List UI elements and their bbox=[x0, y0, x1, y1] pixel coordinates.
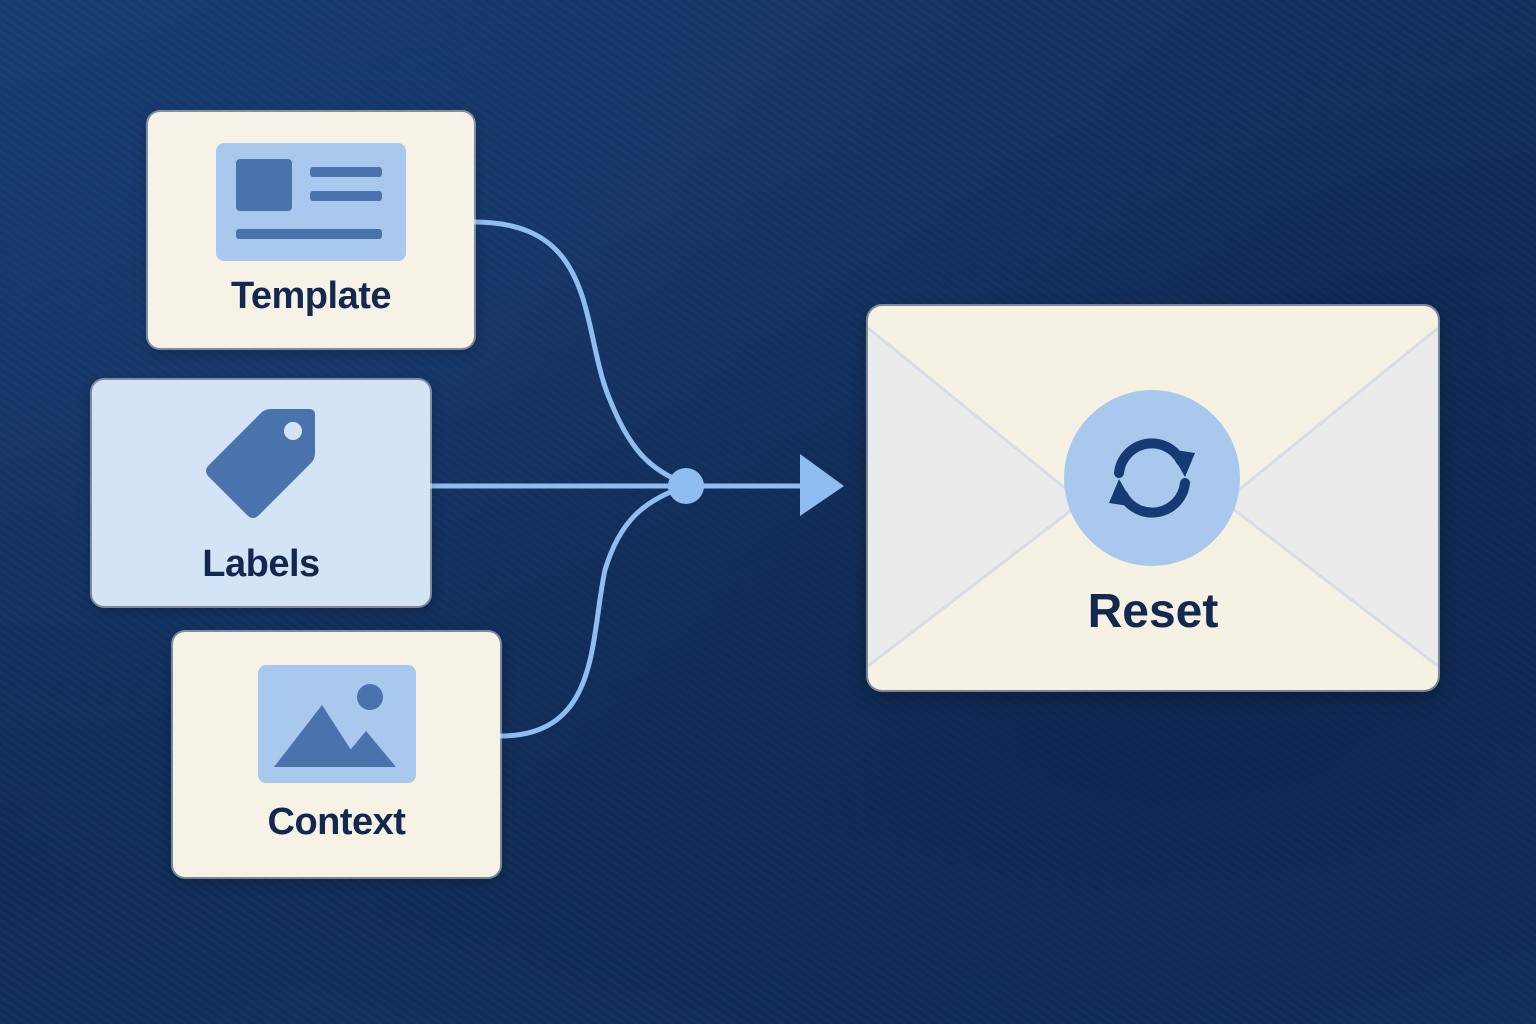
reset-label: Reset bbox=[1087, 585, 1219, 638]
context-label: Context bbox=[267, 801, 406, 843]
template-card[interactable]: Template bbox=[148, 112, 474, 348]
labels-label: Labels bbox=[202, 542, 320, 585]
envelope-output[interactable]: Reset bbox=[868, 306, 1438, 690]
template-icon bbox=[216, 142, 406, 261]
labels-card[interactable]: Labels bbox=[92, 380, 430, 606]
arrowhead bbox=[800, 454, 844, 516]
connector-context bbox=[497, 483, 689, 739]
merge-node bbox=[668, 468, 704, 504]
template-label: Template bbox=[230, 274, 392, 317]
image-icon bbox=[257, 665, 416, 783]
refresh-icon bbox=[1109, 438, 1195, 518]
tag-icon bbox=[206, 408, 315, 518]
envelope-icon bbox=[868, 326, 1438, 668]
reset-badge bbox=[1064, 390, 1240, 566]
context-card[interactable]: Context bbox=[173, 632, 500, 877]
connector-template bbox=[471, 219, 689, 487]
